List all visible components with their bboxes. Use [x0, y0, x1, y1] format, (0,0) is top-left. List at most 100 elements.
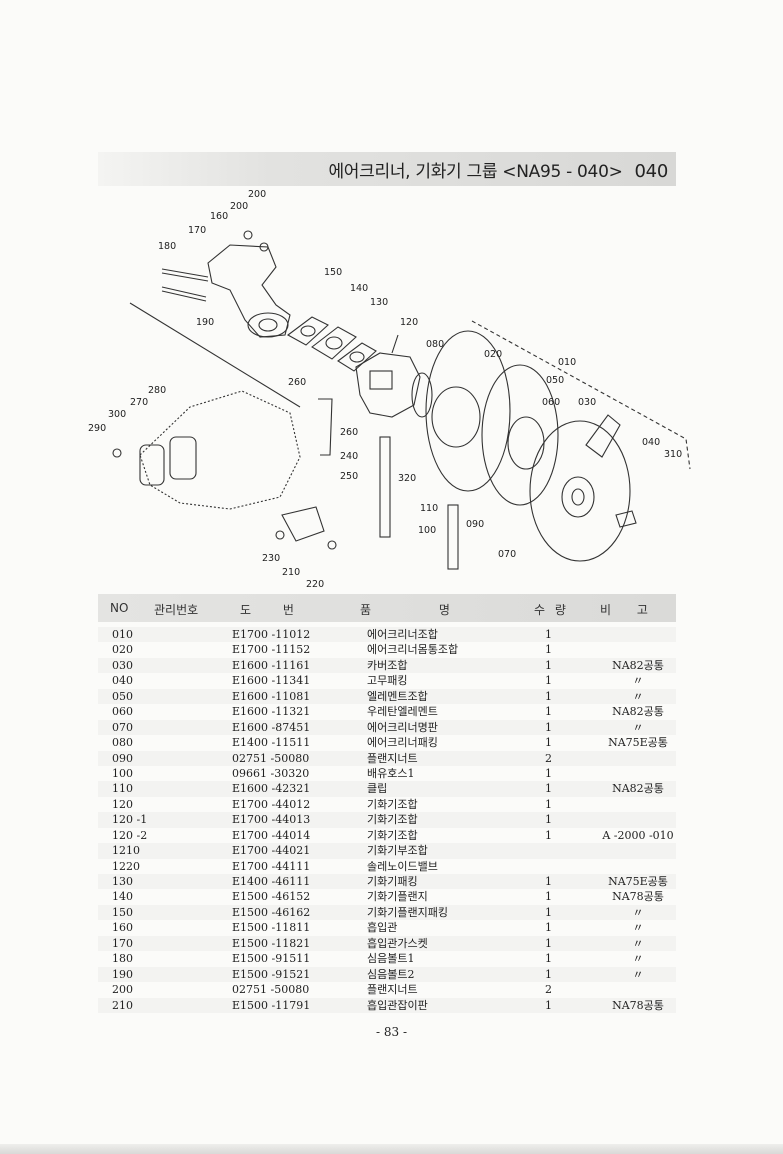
callout-320: 320 — [398, 473, 416, 484]
bracket-220 — [281, 506, 325, 542]
cell-part-name: 플랜지너트 — [367, 983, 418, 997]
cell-drawing-no: E1700 -44014 — [232, 828, 311, 842]
cell-remark: 〃 — [632, 689, 644, 703]
cell-qty: 1 — [545, 628, 552, 641]
cell-drawing-no: E1700 -44012 — [232, 797, 311, 811]
cell-remark: NA82공통 — [612, 705, 664, 719]
cell-qty: 1 — [545, 689, 552, 703]
cell-part-name: 기화기조합 — [367, 828, 418, 842]
cell-qty: 1 — [545, 643, 552, 657]
diagram-svg: 200 200 160 170 180 190 150 140 130 120 … — [88, 189, 691, 590]
cell-part-name: 기화기조합 — [367, 813, 418, 827]
cell-part-name: 에어크리너몸통조합 — [367, 643, 459, 657]
cell-drawing-no: E1600 -11321 — [232, 705, 311, 719]
header-remark: 비 고 — [600, 603, 648, 617]
cell-remark: NA78공통 — [612, 890, 664, 904]
callout-130: 130 — [370, 297, 388, 308]
cell-drawing-no: E1400 -46111 — [232, 875, 311, 888]
cell-remark: NA82공통 — [612, 658, 664, 672]
header-mgmt-no: 관리번호 — [154, 603, 199, 617]
cell-part-name: 에어크리너명판 — [367, 720, 438, 734]
cell-no: 030 — [112, 658, 133, 672]
cell-part-name: 카버조합 — [367, 658, 408, 672]
cell-drawing-no: E1700 -11012 — [232, 628, 311, 641]
cell-part-name: 우레탄엘레멘트 — [367, 705, 438, 719]
engine-block — [139, 390, 301, 510]
cell-no: 190 — [112, 967, 133, 981]
cell-qty: 1 — [545, 782, 552, 796]
group-code: 040 — [634, 161, 669, 182]
cell-no: 100 — [112, 766, 133, 780]
cell-remark: NA82공통 — [612, 782, 664, 796]
gasket-280 — [169, 436, 197, 480]
cell-remark: 〃 — [632, 720, 644, 734]
cell-qty: 1 — [545, 828, 552, 842]
cell-drawing-no: E1700 -44111 — [232, 859, 311, 873]
group-title: 에어크리너, 기화기 그룹 <NA95 - 040> — [328, 162, 623, 182]
callout-010: 010 — [558, 357, 576, 368]
cell-part-name: 에어크리너패킹 — [367, 736, 438, 750]
cell-drawing-no: E1600 -42321 — [232, 782, 311, 796]
callout-220: 220 — [306, 579, 324, 590]
air-cleaner-body — [425, 330, 511, 492]
callout-160: 160 — [210, 211, 228, 222]
cell-no: 130 — [112, 875, 133, 888]
air-cleaner-gasket — [411, 372, 433, 418]
cell-remark: NA75E공통 — [608, 736, 668, 750]
wing-nut — [615, 510, 637, 528]
cell-part-name: 배유호스1 — [367, 766, 415, 780]
cell-qty: 2 — [545, 983, 552, 997]
gasket-150 — [286, 316, 329, 346]
cell-remark: NA78공통 — [612, 998, 664, 1012]
cell-drawing-no: 02751 -50080 — [232, 983, 310, 997]
cell-drawing-no: E1700 -44013 — [232, 813, 311, 827]
cell-qty: 1 — [545, 875, 552, 888]
cell-no: 180 — [112, 952, 133, 966]
cell-remark: A -2000 -010 — [602, 828, 674, 842]
callout-150: 150 — [324, 267, 342, 278]
cell-part-name: 흡입관가스켓 — [367, 936, 428, 950]
breather-hose — [379, 436, 391, 538]
callout-090: 090 — [466, 519, 484, 530]
header-qty: 수 량 — [534, 603, 566, 617]
cell-drawing-no: E1500 -46152 — [232, 890, 311, 904]
hose-260 — [318, 398, 333, 456]
callout-070: 070 — [498, 549, 516, 560]
callout-190: 190 — [196, 317, 214, 328]
callout-260a: 260 — [288, 377, 306, 388]
callout-240: 240 — [340, 451, 358, 462]
cell-part-name: 심음볼트2 — [367, 967, 415, 981]
exploded-parts-diagram: 200 200 160 170 180 190 150 140 130 120 … — [80, 185, 700, 595]
cell-drawing-no: E1500 -46162 — [232, 905, 311, 919]
cell-part-name: 기화기플랜지 — [367, 890, 428, 904]
cell-drawing-no: E1700 -44021 — [232, 844, 311, 858]
callout-170: 170 — [188, 225, 206, 236]
cell-qty: 1 — [545, 766, 552, 780]
cell-drawing-no: 02751 -50080 — [232, 751, 310, 765]
cell-no: 170 — [112, 936, 133, 950]
cell-no: 1220 — [112, 859, 140, 873]
air-cleaner-element — [481, 364, 559, 506]
callout-200a: 200 — [248, 189, 266, 200]
callout-230: 230 — [262, 553, 280, 564]
cell-drawing-no: E1500 -11791 — [232, 998, 311, 1012]
cell-part-name: 기화기플랜지패킹 — [367, 905, 448, 919]
cell-qty: 1 — [545, 736, 552, 750]
cell-no: 060 — [112, 705, 133, 719]
cell-qty: 1 — [545, 921, 552, 935]
callout-050: 050 — [546, 375, 564, 386]
cell-remark: 〃 — [632, 967, 644, 981]
cell-no: 1210 — [112, 844, 140, 858]
